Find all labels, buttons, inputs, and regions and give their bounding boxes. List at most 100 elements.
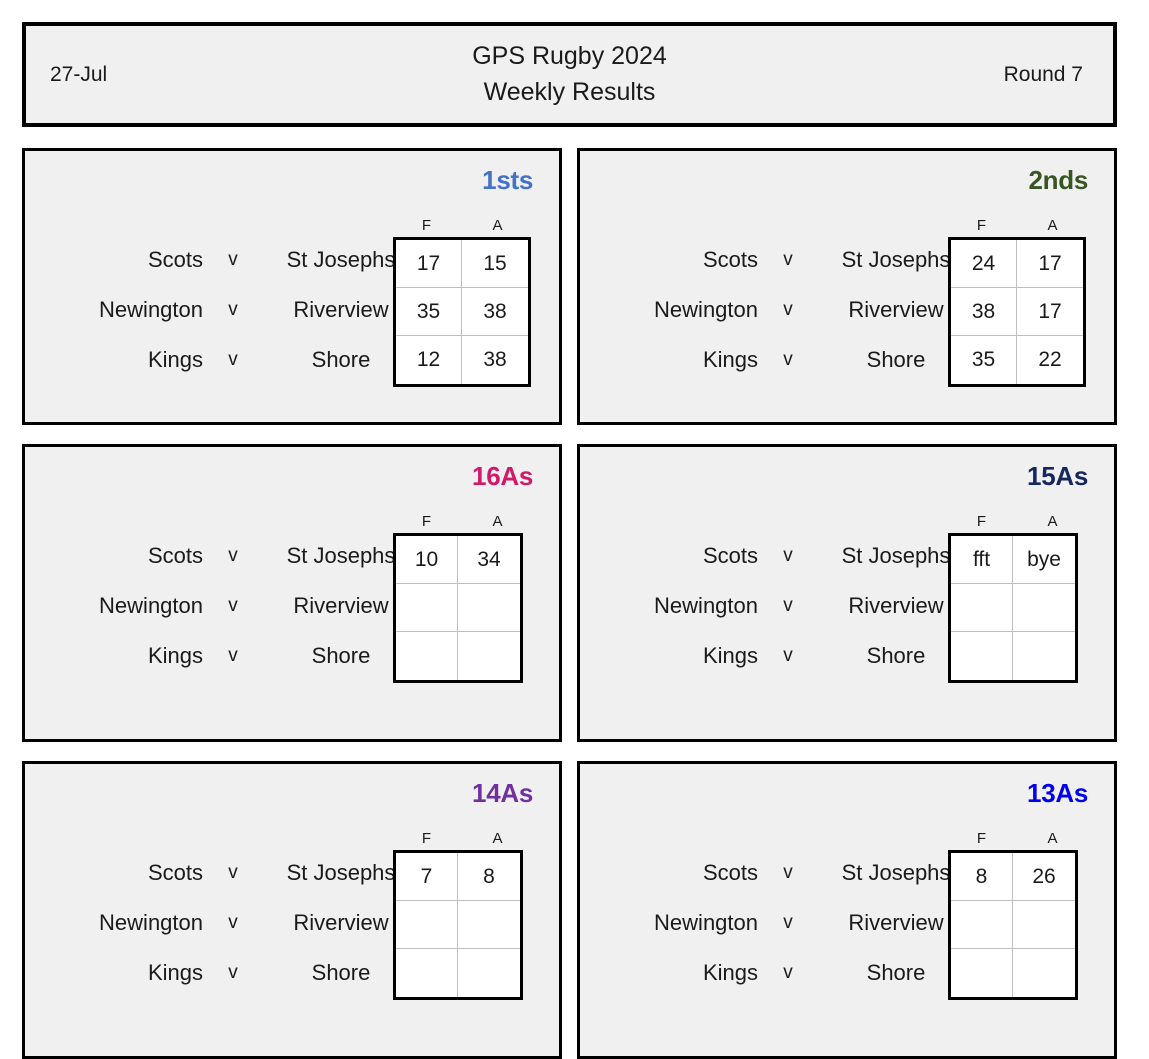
home-team-name: Newington [654,593,758,618]
column-header-against: A [492,217,503,234]
score-cell-against[interactable]: 34 [458,536,520,584]
score-cell-against[interactable]: 17 [1017,240,1083,288]
score-cell-for[interactable] [951,632,1013,680]
score-cell-for[interactable]: 35 [951,336,1017,384]
column-header-against: A [1047,217,1058,234]
versus-label: v [228,299,238,320]
score-cell-for[interactable]: 8 [951,853,1013,901]
versus-label: v [783,545,793,566]
page-title-line-2: Weekly Results [483,77,656,106]
column-header-for: F [421,217,432,234]
home-team-name: Newington [654,910,758,935]
score-cell-against[interactable]: 17 [1017,288,1083,336]
away-team-name: St Josephs [841,247,951,272]
away-team-name: St Josephs [286,247,396,272]
versus-label: v [783,349,793,370]
versus-label: v [783,862,793,883]
versus-label: v [228,645,238,666]
score-cell-for[interactable] [951,901,1013,949]
score-cell-for[interactable] [951,584,1013,632]
score-cell-against[interactable]: 15 [462,240,528,288]
column-header-for: F [421,830,432,847]
score-cell-for[interactable]: 17 [396,240,462,288]
versus-label: v [783,299,793,320]
score-cell-against[interactable]: 22 [1017,336,1083,384]
score-cell-for[interactable]: 38 [951,288,1017,336]
score-cell-against[interactable] [458,632,520,680]
home-team-name: Scots [147,247,203,272]
grade-title-14as: 14As [472,778,533,808]
score-cell-against[interactable]: bye [1013,536,1075,584]
score-cell-against[interactable] [1013,632,1075,680]
away-team-name: Riverview [293,297,389,322]
score-cell-against[interactable]: 26 [1013,853,1075,901]
score-cell-for[interactable]: fft [951,536,1013,584]
score-cell-against[interactable] [458,901,520,949]
home-team-name: Kings [147,347,203,372]
column-header-for: F [976,513,987,530]
score-cell-for[interactable] [396,584,458,632]
score-cell-for[interactable]: 35 [396,288,462,336]
score-cell-for[interactable]: 7 [396,853,458,901]
score-cell-for[interactable] [396,901,458,949]
home-team-name: Scots [702,247,758,272]
score-cell-against[interactable]: 38 [462,336,528,384]
column-header-for: F [976,830,987,847]
score-cell-for[interactable] [951,949,1013,997]
versus-label: v [228,249,238,270]
fixture-row: Scots v St Josephs [47,235,533,285]
score-cell-against[interactable] [458,584,520,632]
home-team-name: Newington [99,910,203,935]
column-header-against: A [492,830,503,847]
home-team-name: Scots [702,543,758,568]
away-team-name: Shore [866,347,926,372]
column-header-against: A [492,513,503,530]
home-team-name: Scots [147,860,203,885]
score-cell-against[interactable]: 38 [462,288,528,336]
score-cell-against[interactable]: 8 [458,853,520,901]
score-cell-against[interactable] [1013,901,1075,949]
home-team-name: Newington [99,593,203,618]
score-cell-for[interactable]: 24 [951,240,1017,288]
home-team-name: Kings [147,960,203,985]
score-cell-for[interactable]: 12 [396,336,462,384]
score-cell-for[interactable] [396,632,458,680]
score-cell-for[interactable]: 10 [396,536,458,584]
score-cell-against[interactable] [1013,584,1075,632]
home-team-name: Kings [702,960,758,985]
home-team-name: Newington [99,297,203,322]
score-cell-for[interactable] [396,949,458,997]
away-team-name: Shore [311,643,371,668]
score-cell-against[interactable] [458,949,520,997]
score-cell-against[interactable] [1013,949,1075,997]
away-team-name: St Josephs [286,860,396,885]
away-team-name: Riverview [848,297,944,322]
grade-title-15as: 15As [1027,461,1088,491]
home-team-name: Kings [702,347,758,372]
grade-title-1sts: 1sts [482,165,533,195]
away-team-name: Riverview [848,910,944,935]
